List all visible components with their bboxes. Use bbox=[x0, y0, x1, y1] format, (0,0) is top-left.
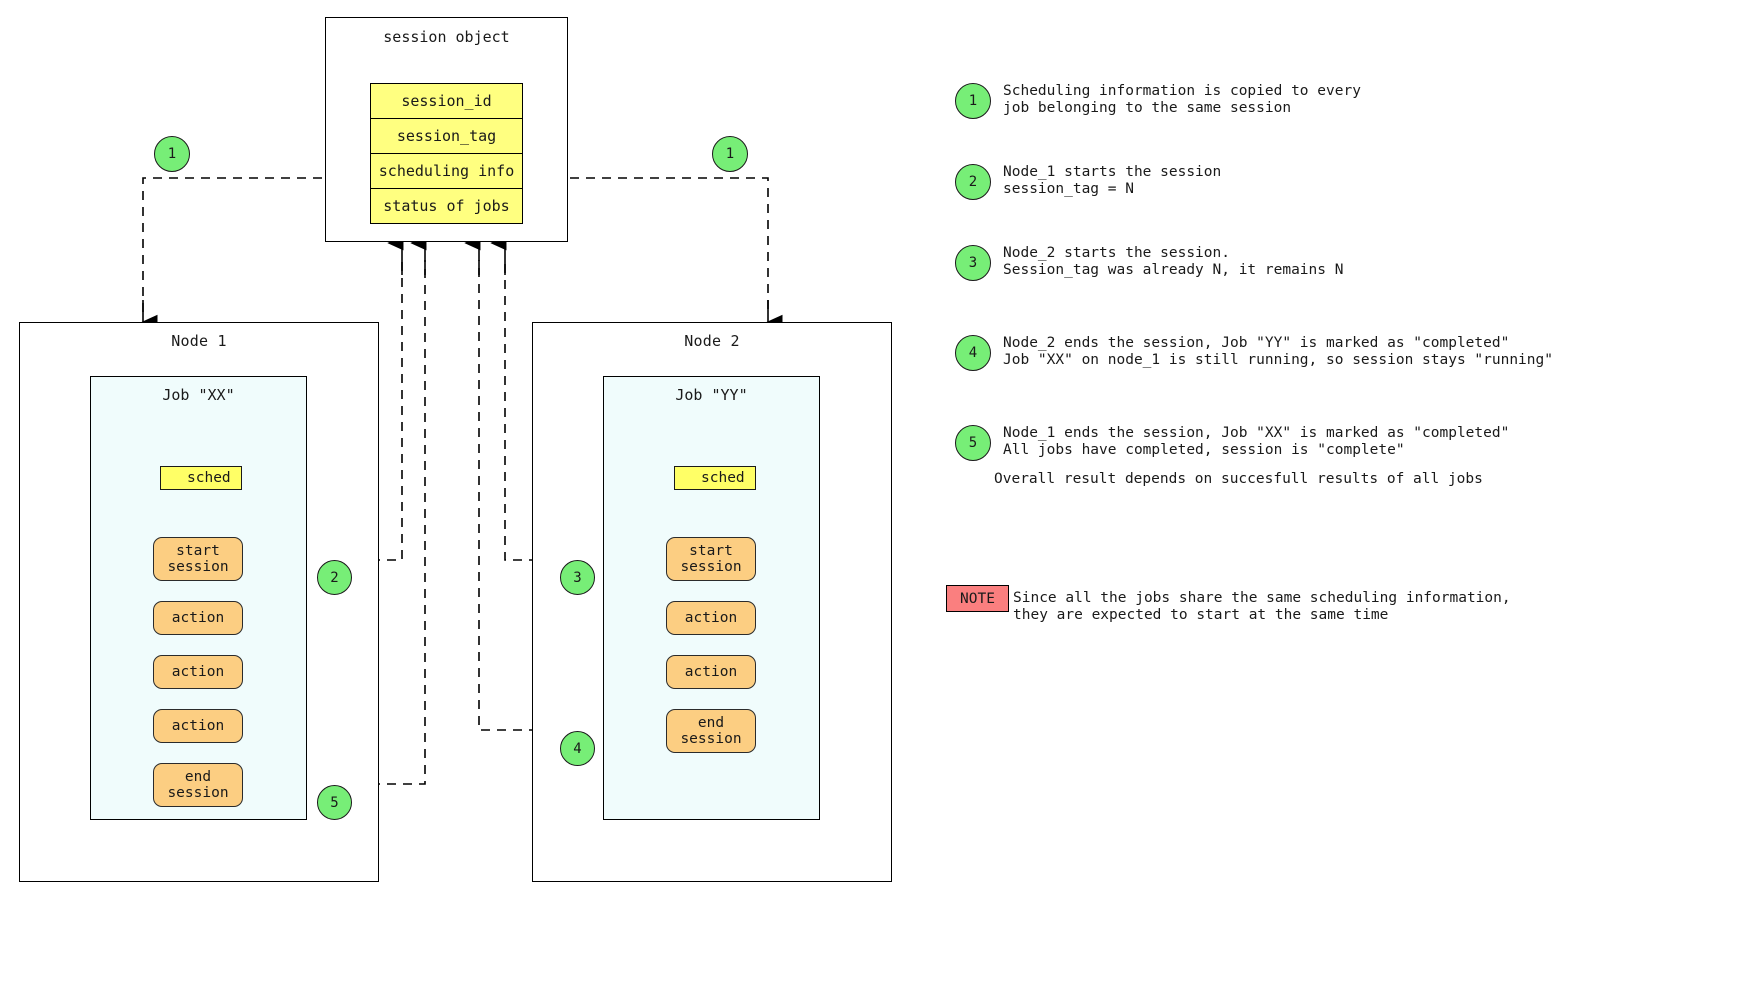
session-field-status-of-jobs: status of jobs bbox=[370, 188, 523, 224]
legend-text-1: Scheduling information is copied to ever… bbox=[1003, 83, 1361, 116]
legend-item-5: 5 Node_1 ends the session, Job "XX" is m… bbox=[955, 425, 1509, 461]
job-yy-title: Job "YY" bbox=[675, 386, 748, 404]
wire-node2-end-to-session bbox=[478, 260, 666, 731]
job-xx-step-end-session: end session bbox=[153, 763, 243, 807]
session-object-box: session object session_id session_tag sc… bbox=[325, 17, 568, 242]
job-xx-step-action-2: action bbox=[153, 655, 243, 689]
session-field-scheduling-info: scheduling info bbox=[370, 153, 523, 189]
wire-node1-end-to-session bbox=[243, 260, 426, 785]
legend-text-3: Node_2 starts the session. Session_tag w… bbox=[1003, 245, 1344, 278]
job-yy-sched-label: sched bbox=[701, 470, 745, 486]
job-yy-step-end-session: end session bbox=[666, 709, 756, 753]
legend-marker-2: 2 bbox=[955, 164, 991, 200]
job-xx-step-start-session: start session bbox=[153, 537, 243, 581]
legend-overall-result: Overall result depends on succesfull res… bbox=[994, 471, 1483, 487]
legend-text-5: Node_1 ends the session, Job "XX" is mar… bbox=[1003, 425, 1510, 458]
job-xx-container: Job "XX" bbox=[90, 376, 307, 820]
session-object-title: session object bbox=[383, 28, 510, 46]
session-field-session-id: session_id bbox=[370, 83, 523, 119]
note-text: Since all the jobs share the same schedu… bbox=[1013, 590, 1511, 624]
job-yy-step-start-session: start session bbox=[666, 537, 756, 581]
job-yy-step-action-1: action bbox=[666, 601, 756, 635]
node-1-title: Node 1 bbox=[171, 332, 227, 350]
marker-5-node1-end: 5 bbox=[317, 785, 352, 820]
job-xx-sched-label: sched bbox=[187, 470, 231, 486]
job-xx-sched-flag: sched bbox=[160, 466, 242, 490]
session-field-session-tag: session_tag bbox=[370, 118, 523, 154]
job-xx-step-action-3: action bbox=[153, 709, 243, 743]
marker-1-right: 1 bbox=[712, 136, 748, 172]
legend-item-2: 2 Node_1 starts the session session_tag … bbox=[955, 164, 1221, 200]
legend-marker-4: 4 bbox=[955, 335, 991, 371]
node-2-title: Node 2 bbox=[684, 332, 740, 350]
marker-3-node2-start: 3 bbox=[560, 560, 595, 595]
marker-1-left: 1 bbox=[154, 136, 190, 172]
job-yy-sched-flag: sched bbox=[674, 466, 756, 490]
job-xx-title: Job "XX" bbox=[162, 386, 235, 404]
marker-4-node2-end: 4 bbox=[560, 731, 595, 766]
legend-item-3: 3 Node_2 starts the session. Session_tag… bbox=[955, 245, 1343, 281]
legend-marker-1: 1 bbox=[955, 83, 991, 119]
wire-sched-to-node1 bbox=[142, 177, 370, 316]
marker-2-node1-start: 2 bbox=[317, 560, 352, 595]
wire-sched-to-node2 bbox=[522, 177, 769, 316]
job-yy-container: Job "YY" bbox=[603, 376, 820, 820]
legend-marker-5: 5 bbox=[955, 425, 991, 461]
legend-marker-3: 3 bbox=[955, 245, 991, 281]
job-xx-step-action-1: action bbox=[153, 601, 243, 635]
job-yy-step-action-2: action bbox=[666, 655, 756, 689]
legend-text-4: Node_2 ends the session, Job "YY" is mar… bbox=[1003, 335, 1553, 368]
legend-text-2: Node_1 starts the session session_tag = … bbox=[1003, 164, 1222, 197]
legend-item-1: 1 Scheduling information is copied to ev… bbox=[955, 83, 1361, 119]
note-badge: NOTE bbox=[946, 585, 1009, 612]
legend-item-4: 4 Node_2 ends the session, Job "YY" is m… bbox=[955, 335, 1553, 371]
